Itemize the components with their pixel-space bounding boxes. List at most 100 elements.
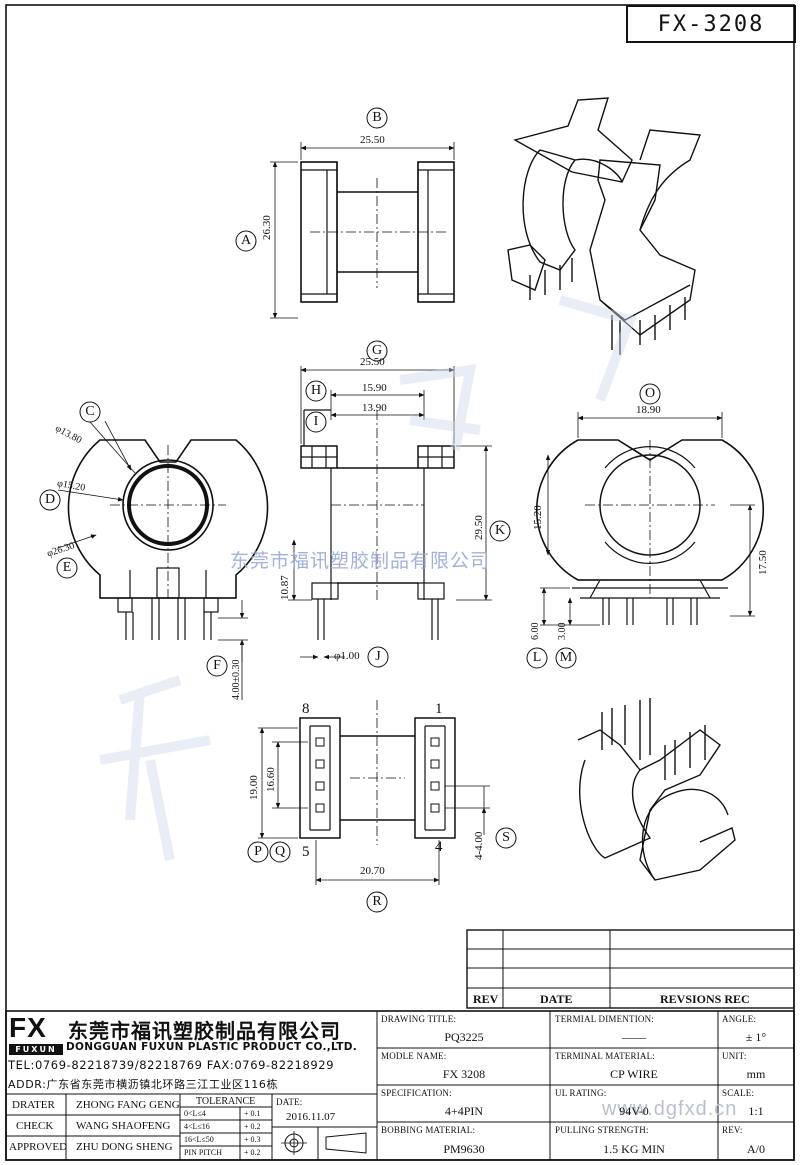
label-a: A — [240, 233, 252, 248]
title-block — [5, 1010, 795, 1161]
dim-bottom-20-70: 20.70 — [360, 865, 385, 877]
right-view — [536, 412, 764, 626]
label-c: C — [85, 404, 95, 419]
dim-right-17-50: 17.50 — [757, 550, 769, 575]
term-dim-value: —— — [622, 1030, 646, 1044]
label-k: K — [494, 523, 506, 538]
company-name-cn: 东莞市福讯塑胶制品有限公司 — [68, 1019, 341, 1043]
pin-number-8: 8 — [302, 701, 310, 717]
label-d: D — [44, 492, 56, 507]
watermark-url: www.dgfxd.cn — [602, 1098, 738, 1120]
label-m: M — [559, 650, 573, 665]
watermark-company: 东莞市福讯塑胶制品有限公司 — [230, 550, 491, 572]
front-view — [57, 420, 269, 700]
dim-side-height: 29.50 — [473, 515, 485, 540]
top-view — [270, 142, 455, 319]
dim-side-h: 15.90 — [362, 382, 387, 394]
dim-side-i: 13.90 — [362, 402, 387, 414]
company-logo: FX FUXUN — [9, 1014, 63, 1056]
dim-right-width: 18.90 — [636, 404, 661, 416]
term-mat-value: CP WIRE — [610, 1067, 658, 1081]
company-tel: TEL:0769-82218739/82218769 FAX:0769-8221… — [8, 1058, 335, 1072]
dim-front-f: 4.00±0.30 — [231, 659, 242, 701]
label-r: R — [372, 894, 382, 909]
label-i: I — [313, 414, 319, 429]
angle-label: ANGLE: — [722, 1014, 757, 1024]
label-j: J — [375, 649, 381, 664]
name-drater: ZHONG FANG GENG — [76, 1099, 180, 1111]
unit-value: mm — [746, 1067, 766, 1081]
tol-range-2: 4<L≤16 — [184, 1122, 210, 1131]
dim-right-3-00: 3.00 — [557, 622, 568, 641]
revision-table — [466, 929, 795, 1009]
name-check: WANG SHAOFENG — [76, 1120, 171, 1132]
date-label: DATE: — [276, 1097, 303, 1107]
bottom-view — [258, 700, 490, 885]
spec-label: SPECIFICATION: — [381, 1088, 452, 1098]
pin-number-5: 5 — [302, 844, 310, 860]
dim-side-width: 25.50 — [360, 356, 385, 368]
label-b: B — [372, 110, 382, 125]
unit-label: UNIT: — [722, 1051, 747, 1061]
company-name-en: DONGGUAN FUXUN PLASTIC PRODUCT CO.,LTD. — [66, 1041, 358, 1053]
pin-number-4: 4 — [435, 839, 443, 855]
angle-value: ± 1° — [745, 1030, 767, 1044]
dim-right-15-20: 15.20 — [532, 505, 544, 530]
date-header: DATE — [540, 992, 573, 1006]
role-drater: DRATER — [12, 1099, 55, 1111]
label-g: G — [371, 343, 383, 358]
rev-value: A/0 — [747, 1142, 765, 1156]
company-address: ADDR:广东省东莞市横沥镇北环路三江工业区116栋 — [8, 1078, 279, 1091]
model-label: MODLE NAME: — [381, 1051, 447, 1061]
tol-value-1: + 0.1 — [244, 1109, 261, 1118]
dim-side-10-87: 10.87 — [279, 575, 291, 600]
dim-pin-dia: φ1.00 — [334, 650, 360, 662]
role-approved: APPROVED — [9, 1141, 68, 1153]
dim-top-width: 25.50 — [360, 134, 385, 146]
name-approved: ZHU DONG SHENG — [76, 1141, 173, 1153]
dim-bottom-19-00: 19.00 — [248, 775, 260, 800]
label-p: P — [254, 844, 262, 859]
label-h: H — [310, 383, 322, 398]
side-view — [288, 366, 492, 660]
tol-range-3: 16<L≤50 — [184, 1135, 214, 1144]
model-value: FX 3208 — [442, 1067, 486, 1081]
tol-value-3: + 0.3 — [244, 1135, 261, 1144]
label-f: F — [213, 658, 221, 673]
ul-label: UL RATING: — [555, 1088, 607, 1098]
term-mat-label: TERMINAL MATERIAL: — [555, 1051, 656, 1061]
ul-value: 94V-0 — [619, 1104, 649, 1118]
pull-label: PULLING STRENGTH: — [555, 1125, 649, 1135]
scale-value: 1:1 — [748, 1104, 764, 1118]
drawing-title-value: PQ3225 — [444, 1030, 484, 1044]
term-dim-label: TERMIAL DIMENTION: — [555, 1014, 655, 1024]
label-q: Q — [274, 844, 286, 859]
tol-range-1: 0<L≤4 — [184, 1109, 206, 1118]
role-check: CHECK — [16, 1120, 54, 1132]
tolerance-title: TOLERANCE — [196, 1096, 256, 1107]
bobbin-label: BOBBING MATERIAL: — [381, 1125, 476, 1135]
bobbin-value: PM9630 — [443, 1142, 485, 1156]
tol-range-4: PIN PITCH — [184, 1148, 223, 1157]
label-s: S — [502, 830, 510, 845]
tol-value-4: + 0.2 — [244, 1148, 261, 1157]
dim-right-6-00: 6.00 — [530, 622, 541, 641]
dim-bottom-16-60: 16.60 — [265, 767, 277, 792]
dim-top-height: 26.30 — [261, 215, 273, 240]
tol-value-2: + 0.2 — [244, 1122, 261, 1131]
revisions-header: REVSIONS REC — [660, 992, 750, 1006]
part-number-title: FX-3208 — [626, 5, 796, 43]
label-o: O — [644, 386, 656, 401]
isometric-view-top — [507, 97, 701, 355]
scale-label: SCALE: — [722, 1088, 755, 1098]
label-l: L — [532, 650, 542, 665]
label-e: E — [62, 560, 72, 575]
pull-value: 1.5 KG MIN — [603, 1142, 665, 1156]
rev-header: REV — [473, 992, 499, 1006]
date-value: 2016.11.07 — [286, 1111, 336, 1123]
isometric-view-bottom — [577, 698, 736, 881]
rev-label: REV: — [722, 1125, 743, 1135]
spec-value: 4+4PIN — [444, 1104, 484, 1118]
drawing-title-label: DRAWING TITLE: — [381, 1014, 457, 1024]
